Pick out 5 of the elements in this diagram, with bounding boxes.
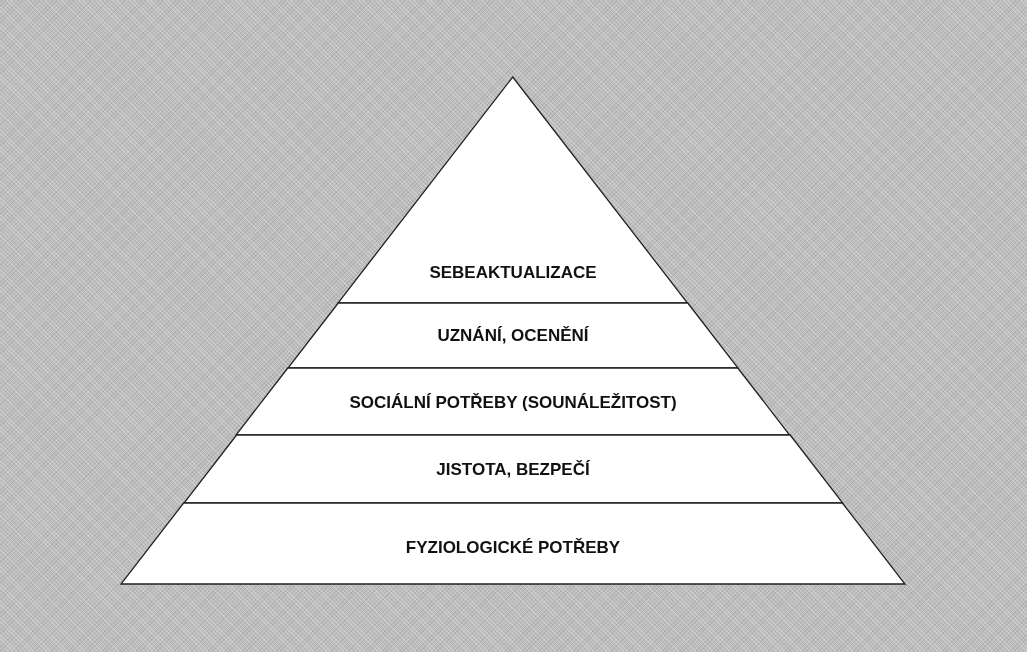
level-label: JISTOTA, BEZPEČÍ bbox=[436, 460, 590, 480]
level-label: FYZIOLOGICKÉ POTŘEBY bbox=[405, 538, 621, 558]
level-label: UZNÁNÍ, OCENĚNÍ bbox=[437, 326, 589, 346]
level-label: SEBEAKTUALIZACE bbox=[429, 263, 597, 283]
level-label: SOCIÁLNÍ POTŘEBY (SOUNÁLEŽITOST) bbox=[349, 393, 677, 413]
